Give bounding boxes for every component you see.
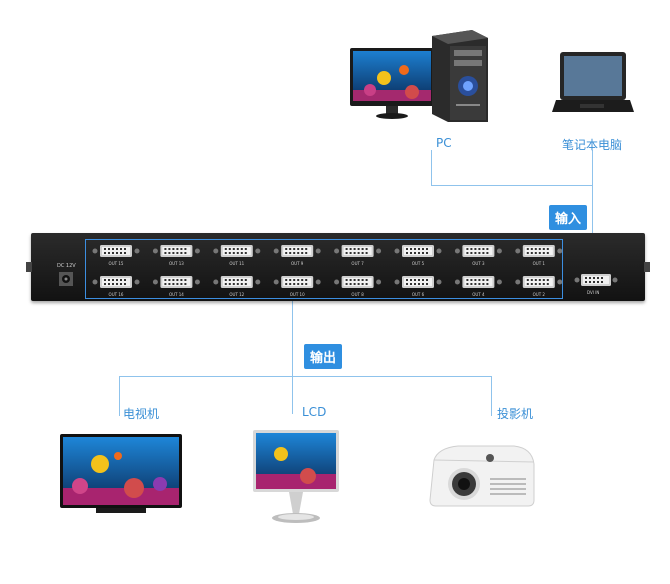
tv-label: 电视机 [123,407,160,421]
pc-label: PC [436,136,452,150]
laptop-icon [552,52,634,112]
dvi-output-port: OUT 14 [152,276,200,297]
dvi-output-port-label: OUT 3 [472,261,485,266]
pc-monitor-icon [350,48,434,119]
projector-icon [429,445,535,507]
lcd-monitor-icon [253,430,339,523]
dvi-input-port [574,274,618,286]
power-label: DC 12V [57,263,76,269]
dvi-output-port: OUT 4 [454,276,502,297]
dvi-output-port-label: OUT 16 [109,292,124,297]
dvi-output-port-label: OUT 8 [351,292,364,297]
dvi-output-port: OUT 16 [92,276,140,297]
chassis-left-ear [26,262,32,272]
dvi-output-port: OUT 2 [515,276,563,297]
dvi-output-port: OUT 9 [273,245,321,266]
dvi-output-port: OUT 10 [273,276,321,297]
pc-tower-icon [432,30,488,122]
dvi-output-port: OUT 7 [334,245,382,266]
power-jack-icon [59,272,73,286]
dvi-output-port: OUT 12 [213,276,261,297]
dvi-output-port: OUT 5 [394,245,442,266]
lcd-label: LCD [302,405,327,419]
splitter-chassis [31,233,645,301]
projector-label: 投影机 [497,407,534,421]
output-tag: 输出 [304,344,343,369]
input-connector-laptop [592,150,593,272]
dvi-output-port: OUT 11 [213,245,261,266]
dvi-output-port: OUT 8 [334,276,382,297]
dvi-output-port-label: OUT 9 [291,261,304,266]
input-tag: 输入 [549,205,588,230]
dvi-output-port: OUT 13 [152,245,200,266]
dvi-output-port-label: OUT 10 [290,292,305,297]
dvi-output-port: OUT 3 [454,245,502,266]
dvi-output-port-label: OUT 2 [533,292,546,297]
dvi-output-port-label: OUT 7 [351,261,364,266]
dvi-output-port: OUT 15 [92,245,140,266]
tv-icon [60,434,182,513]
dvi-output-port-label: OUT 5 [412,261,425,266]
output-ports-frame [85,239,563,299]
chassis-right-ear [644,262,650,272]
input-port-label: DVI IN [587,290,600,295]
dvi-output-port-label: OUT 13 [169,261,184,266]
output-connector-projector [491,376,492,416]
dvi-output-port: OUT 6 [394,276,442,297]
dvi-output-port-label: OUT 1 [533,261,546,266]
output-connector-tv [119,376,120,416]
dvi-output-port-label: OUT 4 [472,292,485,297]
dvi-output-port-label: OUT 12 [229,292,244,297]
dvi-output-port-label: OUT 6 [412,292,425,297]
dvi-output-port-label: OUT 11 [229,261,244,266]
dvi-output-port-label: OUT 14 [169,292,184,297]
output-connector-horizontal [119,376,492,377]
laptop-label: 笔记本电脑 [562,138,623,152]
dvi-output-port: OUT 1 [515,245,563,266]
dvi-output-port-label: OUT 15 [109,261,124,266]
output-connector-trunk [292,296,293,414]
input-connector-pc [431,150,432,186]
input-connector-horizontal [431,185,593,186]
